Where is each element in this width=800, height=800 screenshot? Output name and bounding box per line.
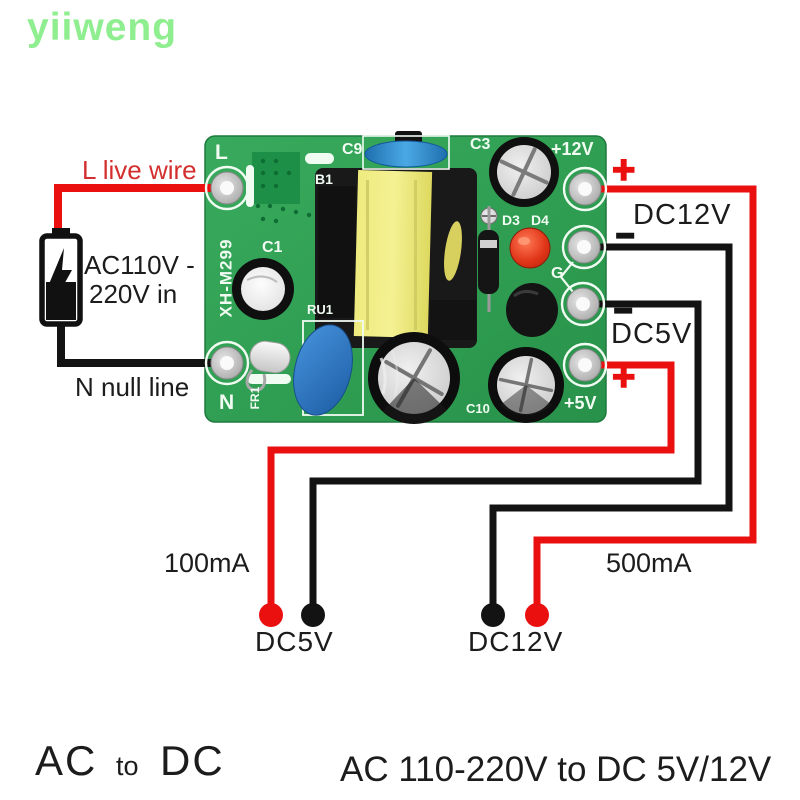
pad-12v-negative bbox=[561, 224, 607, 270]
dc5v-label: DC5V bbox=[611, 318, 693, 350]
live-wire-label: L live wire bbox=[82, 155, 197, 185]
capacitor-c1 bbox=[232, 258, 294, 320]
caption-description: AC 110-220V to DC 5V/12V bbox=[340, 750, 772, 789]
caption-to: to bbox=[116, 751, 139, 781]
capacitor-c3 bbox=[489, 137, 559, 207]
wire-dc12v-negative bbox=[489, 243, 733, 604]
battery-icon bbox=[39, 228, 83, 327]
silkscreen-fr1: FR1 bbox=[248, 386, 262, 410]
dc5v-minus-sign: − bbox=[613, 293, 634, 328]
silkscreen-model: XH-M299 bbox=[216, 238, 236, 318]
silkscreen-c3: C3 bbox=[470, 136, 491, 153]
wire-dc12v-positive bbox=[533, 185, 757, 604]
input-voltage-line2: 220V in bbox=[89, 279, 178, 309]
board-slot-vertical bbox=[246, 165, 254, 207]
lightning-bolt-icon bbox=[49, 248, 72, 306]
watermark: yiiweng bbox=[27, 6, 178, 49]
silkscreen-c10: C10 bbox=[466, 401, 490, 416]
silkscreen-b1: B1 bbox=[315, 171, 333, 187]
probe-dot-dc5v-positive bbox=[259, 603, 283, 627]
caption-ac: AC bbox=[35, 737, 98, 784]
dc12v-label: DC12V bbox=[633, 199, 732, 231]
transistor bbox=[506, 283, 558, 337]
dc12v-current-label: 500mA bbox=[606, 548, 692, 578]
dc12v-minus-sign: − bbox=[615, 218, 636, 253]
silkscreen-ru1: RU1 bbox=[307, 302, 334, 317]
caption-dc: DC bbox=[160, 737, 225, 784]
pad-n bbox=[204, 340, 250, 386]
null-line-label: N null line bbox=[75, 372, 190, 402]
dc12v-probe-label: DC12V bbox=[468, 626, 564, 657]
led-indicator bbox=[509, 227, 551, 269]
silkscreen-c9: C9 bbox=[342, 141, 363, 158]
pad-5v-positive bbox=[562, 342, 608, 388]
capacitor-c10 bbox=[488, 347, 564, 423]
dc12v-plus-sign: + bbox=[611, 148, 636, 192]
silkscreen-plus12v: +12V bbox=[551, 139, 594, 159]
dc5v-current-label: 100mA bbox=[164, 548, 250, 578]
silkscreen-d4: D4 bbox=[531, 212, 549, 228]
wire-live-red bbox=[54, 184, 227, 237]
silkscreen-d3: D3 bbox=[502, 212, 520, 228]
silkscreen-n: N bbox=[219, 391, 235, 414]
dc5v-plus-sign: + bbox=[611, 355, 636, 399]
wire-dc5v-positive bbox=[267, 361, 675, 604]
pad-l bbox=[204, 165, 250, 211]
transformer bbox=[315, 168, 477, 348]
probe-dot-dc12v-positive bbox=[525, 603, 549, 627]
fuse-fr1 bbox=[245, 340, 291, 392]
dc5v-probe-label: DC5V bbox=[255, 626, 334, 657]
varistor-disc bbox=[293, 320, 364, 416]
silkscreen-l: L bbox=[215, 141, 228, 164]
input-voltage-line1: AC110V - bbox=[84, 250, 195, 280]
wire-dc5v-negative bbox=[309, 300, 702, 604]
probe-dot-dc5v-negative bbox=[301, 603, 325, 627]
silkscreen-g: G bbox=[551, 265, 564, 282]
silkscreen-plus5v: +5V bbox=[564, 393, 597, 413]
wire-null-black bbox=[57, 322, 227, 367]
capacitor-large bbox=[368, 332, 460, 424]
probe-dot-dc12v-negative bbox=[481, 603, 505, 627]
pad-5v-negative bbox=[560, 281, 606, 327]
pad-12v-positive bbox=[562, 166, 608, 212]
diode bbox=[478, 206, 499, 312]
via-holes bbox=[255, 158, 338, 224]
silkscreen-c1: C1 bbox=[262, 239, 283, 256]
capacitor-c9 bbox=[362, 135, 450, 170]
board-slot-horizontal bbox=[305, 153, 334, 164]
